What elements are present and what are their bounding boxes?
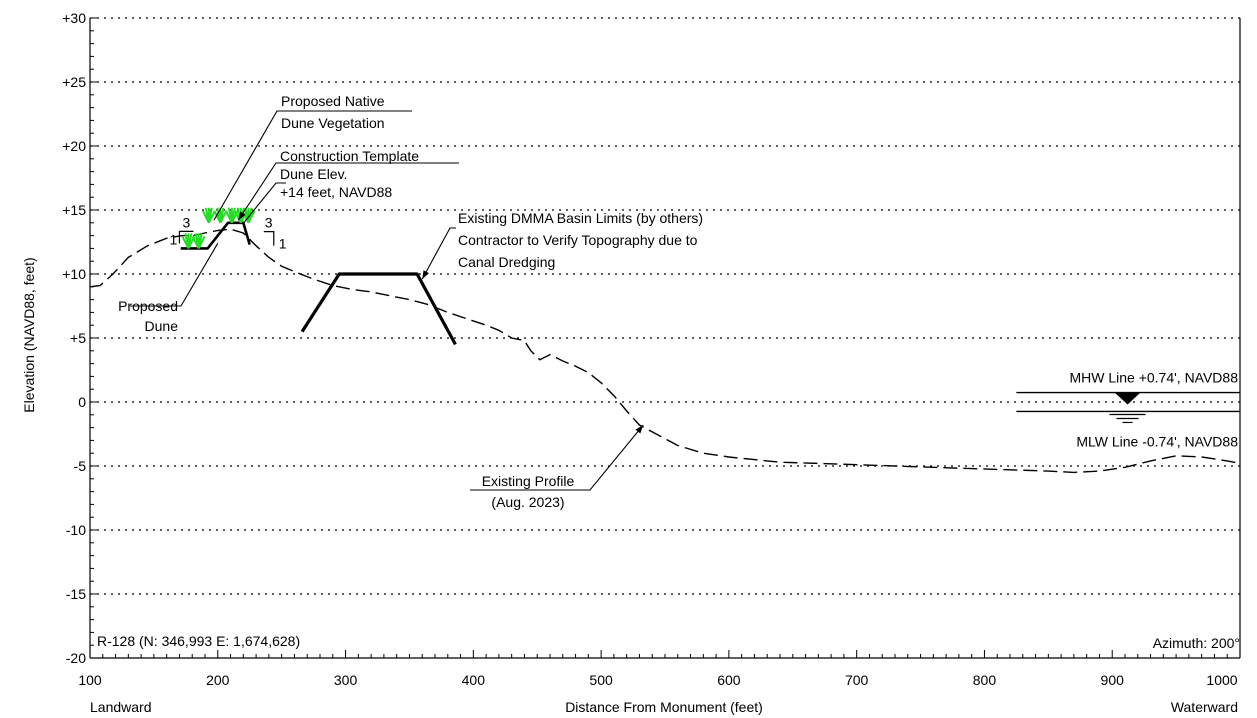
annotation-vegetation-line: Dune Vegetation (281, 115, 385, 131)
annotation-vegetation-line: Proposed Native (281, 93, 385, 109)
x-tick-label: 800 (973, 672, 997, 688)
x-tick-label: 900 (1101, 672, 1125, 688)
slope-rise-landward: 1 (169, 231, 177, 247)
annotation-basin-line: Existing DMMA Basin Limits (by others) (458, 210, 703, 226)
arrowhead-icon (635, 425, 644, 434)
slope-rise-waterward: 1 (279, 236, 287, 252)
slope-run-landward: 3 (182, 214, 190, 230)
x-axis-label: Distance From Monument (feet) (565, 699, 763, 715)
gridlines (90, 17, 1240, 595)
x-tick-label: 100 (78, 672, 102, 688)
tick-labels: +30 +25 +20 +15 +10 +5 0 -5 -10 -15 -20 100 200 300 40… (62, 10, 1238, 688)
series-line-existing-profile (89, 228, 1241, 474)
x-tick-label: 1000 (1206, 672, 1237, 688)
y-tick-label: +5 (70, 330, 86, 346)
y-tick-label: +25 (62, 74, 86, 90)
annotation-profile: Existing Profile (Aug. 2023) (470, 424, 644, 510)
y-axis-label: Elevation (NAVD88, feet) (21, 257, 37, 412)
vegetation-sprig-icon (191, 233, 206, 249)
annotation-dune-line: Dune (145, 318, 179, 334)
annotation-basin: Existing DMMA Basin Limits (by others) Co… (421, 210, 703, 280)
annotation-template-line: Dune Elev. (280, 166, 347, 182)
y-tick-label: -15 (66, 586, 86, 602)
annotation-dune-leader (130, 243, 219, 307)
vegetation-sprig-icon (181, 233, 196, 249)
annotation-profile-line: (Aug. 2023) (491, 494, 564, 510)
x-tick-label: 400 (462, 672, 486, 688)
y-tick-label: +15 (62, 202, 86, 218)
annotation-template-leader-2 (243, 182, 286, 223)
annotation-template-line: Construction Template (280, 148, 419, 164)
tick-marks (89, 17, 1241, 659)
slope-bracket-waterward (263, 231, 275, 246)
y-tick-label: -5 (74, 458, 87, 474)
y-tick-label: +30 (62, 10, 86, 26)
vegetation-sprig-icon (213, 207, 228, 224)
annotation-template-line: +14 feet, NAVD88 (280, 184, 392, 200)
mhw-triangle-icon (1114, 392, 1141, 405)
annotation-basin-line: Contractor to Verify Topography due to (458, 232, 698, 248)
x-tick-label: 300 (334, 672, 358, 688)
annotation-profile-leader (470, 424, 644, 491)
series-lines (89, 221, 1241, 474)
y-tick-label: -10 (66, 522, 86, 538)
slope-bracket-landward (178, 230, 194, 244)
series-line-existing-dmma-basin-limits (300, 272, 457, 346)
landward-label: Landward (90, 699, 152, 715)
y-tick-label: -20 (66, 650, 86, 666)
slope-run-waterward: 3 (265, 215, 273, 231)
y-tick-label: 0 (78, 394, 86, 410)
annotation-template-leader (237, 162, 459, 221)
azimuth-label: Azimuth: 200° (1153, 635, 1240, 651)
arrowhead-icon (422, 270, 429, 280)
monument-label: R-128 (N: 346,993 E: 1,674,628) (97, 633, 300, 649)
annotation-vegetation-leader (213, 110, 412, 221)
x-tick-label: 500 (589, 672, 613, 688)
annotation-basin-leader (421, 227, 456, 280)
x-tick-label: 700 (845, 672, 869, 688)
arrowhead-icon (238, 211, 246, 221)
x-tick-label: 200 (206, 672, 230, 688)
vegetation-sprig-icon (241, 207, 256, 224)
vegetation-sprig-icon (224, 207, 239, 224)
mlw-label: MLW Line -0.74', NAVD88 (1076, 433, 1238, 449)
x-tick-label: 600 (717, 672, 741, 688)
mhw-label: MHW Line +0.74', NAVD88 (1069, 370, 1238, 386)
y-tick-label: +20 (62, 138, 86, 154)
annotation-profile-line: Existing Profile (482, 473, 575, 489)
y-tick-label: +10 (62, 266, 86, 282)
vegetation-sprig-icon (201, 207, 216, 224)
annotation-basin-line: Canal Dredging (458, 254, 555, 270)
waterward-label: Waterward (1171, 699, 1238, 715)
